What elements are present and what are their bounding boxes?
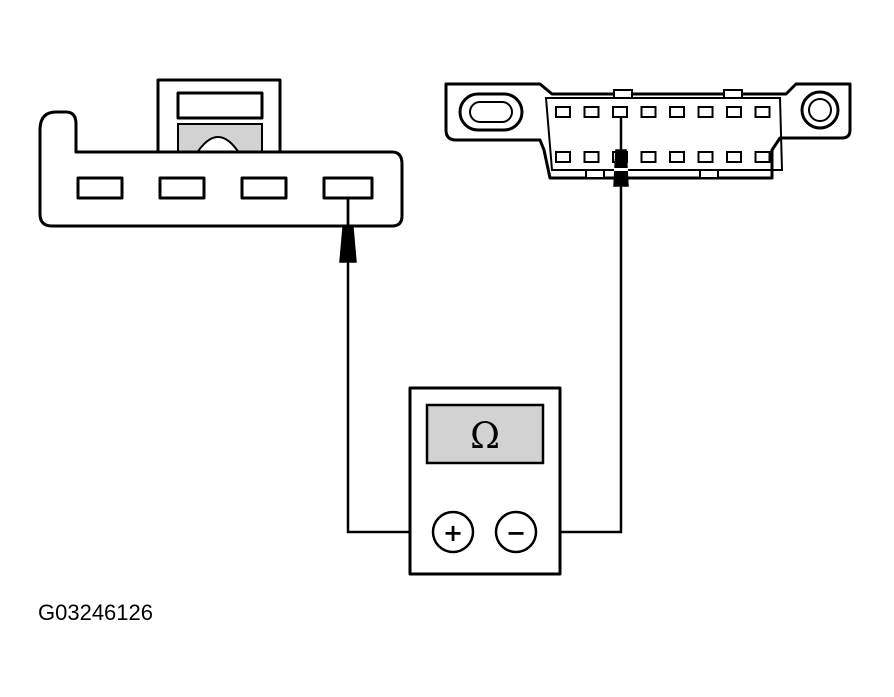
ohm-symbol: Ω <box>470 416 500 457</box>
right-connector-notch-3 <box>585 169 605 179</box>
right-connector-notch-1 <box>613 89 633 99</box>
left-connector-cavity-2 <box>158 176 206 200</box>
positive-test-lead <box>346 198 430 534</box>
test-leads <box>346 118 623 534</box>
positive-probe <box>339 198 357 263</box>
dlc-pin-cavity <box>612 106 628 118</box>
dlc-pin-cavity <box>726 106 742 118</box>
positive-terminal-symbol: + <box>443 519 463 547</box>
dlc-pin-cavity <box>697 106 714 118</box>
dlc-pin-cavity <box>583 106 600 118</box>
left-connector-cavity-4 <box>322 176 374 200</box>
left-connector <box>38 78 404 228</box>
dlc-pin-cavity <box>555 151 571 163</box>
negative-terminal-symbol: − <box>506 519 526 547</box>
dlc-pin-cavity <box>726 151 742 163</box>
figure-id: G03246126 <box>38 600 153 625</box>
right-connector-mount-hole-inner <box>808 98 832 122</box>
dlc-pin-cavity <box>640 106 657 118</box>
right-connector-dlc <box>444 82 852 180</box>
dlc-pin-cavity <box>669 151 685 163</box>
dlc-pin-cavity <box>754 151 771 163</box>
right-connector-notch-2 <box>723 89 743 99</box>
right-connector-shroud <box>544 97 784 171</box>
dlc-pin-cavity <box>669 106 685 118</box>
dlc-pin-cavity <box>583 151 600 163</box>
dlc-pin-cavity <box>555 106 571 118</box>
right-connector-notch-4 <box>699 169 719 179</box>
right-connector-mount-slot-inner <box>469 101 513 123</box>
negative-terminal <box>494 510 538 554</box>
right-connector-pin-row-top <box>555 106 771 118</box>
positive-terminal <box>431 510 475 554</box>
negative-probe <box>613 149 629 187</box>
left-connector-latch-window <box>176 91 264 120</box>
left-connector-body <box>38 110 404 228</box>
multimeter: Ω + − <box>408 386 562 576</box>
left-connector-cavity-1 <box>76 176 124 200</box>
dlc-pin-cavity <box>697 151 714 163</box>
dlc-pin-cavity <box>754 106 771 118</box>
left-connector-cavity-3 <box>240 176 288 200</box>
multimeter-display <box>425 403 545 465</box>
negative-test-lead <box>540 118 623 534</box>
dlc-pin-cavity <box>640 151 657 163</box>
